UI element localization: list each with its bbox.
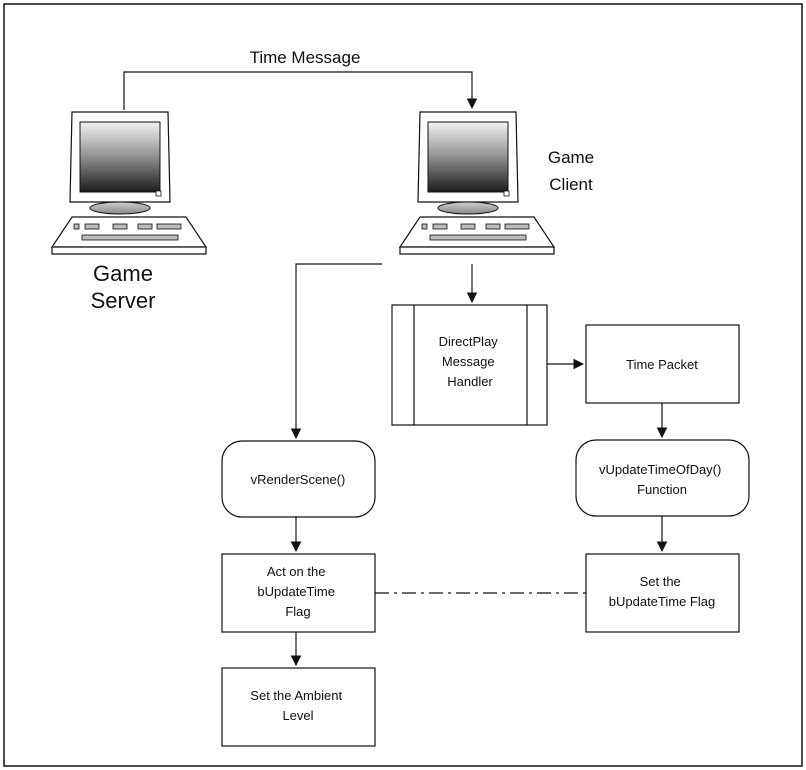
set-ambient-line1: Set the Ambient bbox=[250, 688, 342, 703]
svg-text:Act on the bUpdateTime: Act on the bUpdateTime Flag bbox=[257, 564, 338, 619]
svg-text:DirectPlay Message: DirectPlay Message Handler bbox=[439, 334, 502, 389]
game-server-label-line2: Server bbox=[91, 288, 156, 313]
directplay-handler-line3: Handler bbox=[447, 374, 493, 389]
act-on-flag-line2: bUpdateTime bbox=[257, 584, 335, 599]
computer-icon bbox=[51, 111, 207, 255]
svg-text:Set the bUpdateTime Flag: Set the bUpdateTime Flag bbox=[609, 574, 715, 609]
client-to-render-arrow bbox=[290, 263, 382, 440]
computer-icon bbox=[399, 111, 555, 255]
directplay-handler-line1: DirectPlay bbox=[439, 334, 499, 349]
update-time-line2: Function bbox=[637, 482, 687, 497]
time-packet-node: Time Packet bbox=[585, 324, 740, 404]
act-on-flag-line1: Act on the bbox=[267, 564, 326, 579]
set-flag-line1: Set the bbox=[640, 574, 681, 589]
set-ambient-line2: Level bbox=[282, 708, 313, 723]
svg-text:vUpdateTimeOfDay() Funct: vUpdateTimeOfDay() Function bbox=[599, 462, 725, 497]
update-time-line1: vUpdateTimeOfDay() bbox=[599, 462, 721, 477]
game-server-label-line1: Game bbox=[93, 261, 153, 286]
directplay-handler-node: DirectPlay Message Handler bbox=[391, 304, 548, 426]
act-on-flag-line3: Flag bbox=[285, 604, 310, 619]
svg-text:Time Packet: Time Packet bbox=[626, 357, 698, 372]
render-scene-node: vRenderScene() bbox=[221, 440, 376, 518]
set-flag-node: Set the bUpdateTime Flag bbox=[585, 553, 740, 633]
time-message-arrow bbox=[123, 71, 478, 110]
render-scene-label: vRenderScene() bbox=[251, 472, 346, 487]
svg-text:vRenderScene(): vRenderScene() bbox=[251, 472, 346, 487]
svg-text:Set the Ambient Level: Set the Ambient Level bbox=[250, 688, 345, 723]
act-on-flag-node: Act on the bUpdateTime Flag bbox=[221, 553, 376, 633]
diagram-frame bbox=[3, 3, 803, 767]
game-client-label-line1: Game bbox=[548, 148, 594, 167]
set-flag-line2: bUpdateTime Flag bbox=[609, 594, 715, 609]
set-ambient-node: Set the Ambient Level bbox=[221, 667, 376, 747]
directplay-handler-line2: Message bbox=[442, 354, 495, 369]
time-packet-label: Time Packet bbox=[626, 357, 698, 372]
game-client-label-line2: Client bbox=[549, 175, 593, 194]
update-time-node: vUpdateTimeOfDay() Function bbox=[575, 439, 750, 517]
time-message-label: Time Message bbox=[250, 48, 361, 67]
